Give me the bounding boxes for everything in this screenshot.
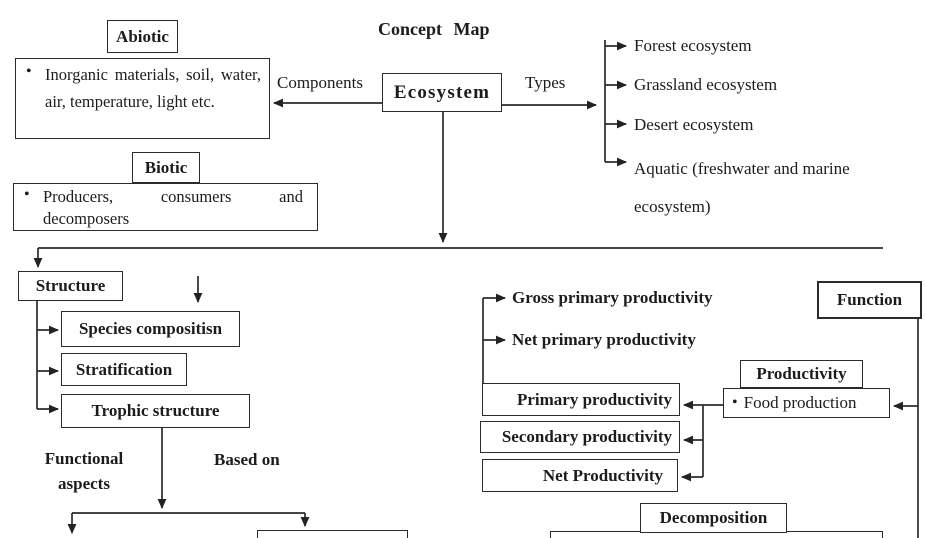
types-edge-label: Types	[525, 73, 566, 92]
secondary-productivity-box: Secondary productivity	[480, 421, 680, 453]
bullet-glyph: •	[732, 394, 738, 411]
trophic-structure-box: Trophic structure	[61, 394, 250, 428]
bottom-left-cutoff-box	[257, 530, 408, 538]
decomposition-label: Decomposition	[659, 508, 768, 527]
stratification-label: Stratification	[75, 359, 173, 379]
ecosystem-label: Ecosystem	[393, 81, 491, 103]
stratification-box: Stratification	[61, 353, 187, 386]
biotic-content-text: Producers, consumers and decomposers	[43, 187, 303, 228]
function-box: Function	[817, 281, 922, 319]
bullet-glyph: •	[24, 186, 30, 203]
function-label: Function	[836, 290, 903, 309]
productivity-box: Productivity	[740, 360, 863, 388]
food-production-label: Food production	[743, 393, 857, 412]
net-productivity-label: Net Productivity	[542, 465, 663, 485]
structure-label: Structure	[35, 276, 106, 295]
decomposition-box: Decomposition	[640, 503, 787, 533]
type-item-aquatic: Aquatic (freshwater and marine ecosystem…	[634, 159, 850, 216]
primary-productivity-label: Primary productivity	[516, 389, 672, 409]
bullet-glyph: •	[26, 63, 32, 80]
food-production-box: • Food production	[723, 388, 890, 418]
abiotic-label-box: Abiotic	[107, 20, 178, 53]
abiotic-label: Abiotic	[116, 26, 169, 46]
net-primary-productivity-label: Net primary productivity	[512, 330, 696, 349]
based-on-label: Based on	[214, 450, 280, 469]
species-composition-box: Species compositisn	[61, 311, 240, 347]
abiotic-content-box: • Inorganic materials, soil, water, air,…	[15, 58, 270, 139]
abiotic-content-text: Inorganic materials, soil, water, air, t…	[45, 65, 261, 111]
components-edge-label: Components	[277, 73, 363, 92]
secondary-productivity-label: Secondary productivity	[501, 427, 672, 446]
biotic-label-box: Biotic	[132, 152, 200, 183]
page-title: Concept Map	[378, 19, 490, 39]
biotic-label: Biotic	[144, 157, 188, 177]
ecosystem-box: Ecosystem	[382, 73, 502, 112]
primary-productivity-box: Primary productivity	[482, 383, 680, 416]
species-composition-label: Species compositisn	[78, 319, 223, 338]
gross-primary-productivity-label: Gross primary productivity	[512, 288, 713, 307]
type-item-desert: Desert ecosystem	[634, 115, 754, 134]
trophic-structure-label: Trophic structure	[91, 401, 220, 420]
structure-box: Structure	[18, 271, 123, 301]
productivity-label: Productivity	[756, 364, 847, 383]
type-item-grassland: Grassland ecosystem	[634, 75, 778, 94]
biotic-content-box: • Producers, consumers and decomposers	[13, 183, 318, 231]
net-productivity-box: Net Productivity	[482, 459, 678, 492]
type-item-forest: Forest ecosystem	[634, 36, 752, 55]
functional-aspects-label: Functional aspects	[44, 449, 124, 493]
